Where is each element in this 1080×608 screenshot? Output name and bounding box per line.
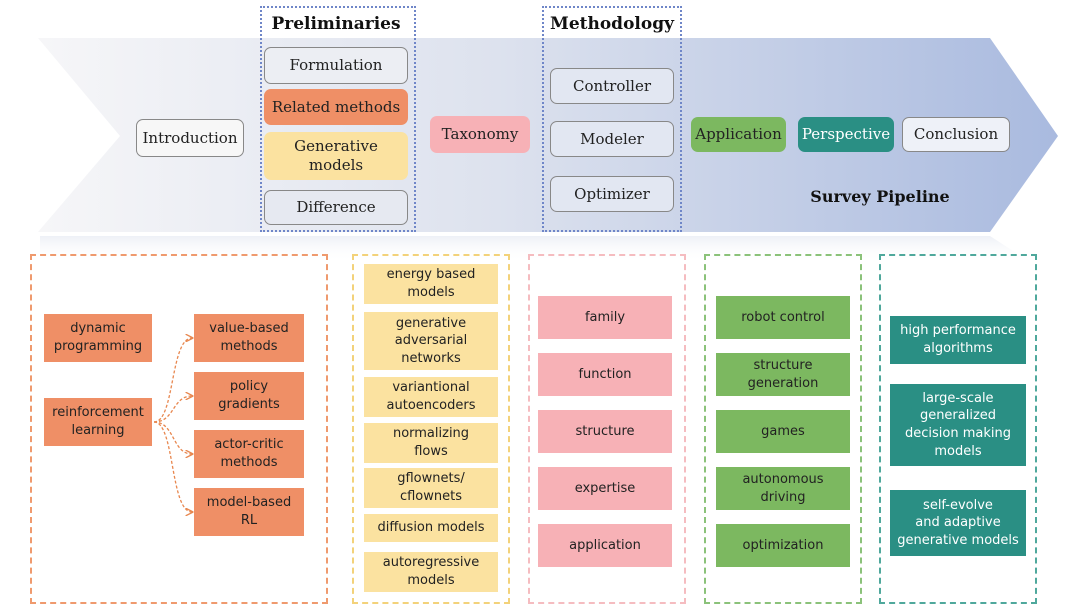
self-evolve-models-box: self-evolve and adaptive generative mode… (890, 490, 1026, 556)
preliminaries-frame (260, 6, 416, 232)
value-based-methods-box: value-based methods (194, 314, 304, 362)
branch-arrows (153, 330, 200, 530)
structure-generation-box: structure generation (716, 353, 850, 396)
autoregressive-models-box: autoregressive models (364, 552, 498, 592)
taxonomy-application-box: application (538, 524, 672, 567)
survey-pipeline-label: Survey Pipeline (810, 187, 950, 206)
reinforcement-learning-box: reinforcement learning (44, 398, 152, 446)
large-scale-models-box: large-scale generalized decision making … (890, 384, 1026, 466)
actor-critic-box: actor-critic methods (194, 430, 304, 478)
optimization-box: optimization (716, 524, 850, 567)
controller-box: Controller (550, 68, 674, 104)
optimizer-box: Optimizer (550, 176, 674, 212)
taxonomy-family-box: family (538, 296, 672, 339)
robot-control-box: robot control (716, 296, 850, 339)
generative-models-group (352, 254, 510, 604)
methodology-header: Methodology (550, 14, 674, 34)
related-methods-group (30, 254, 328, 604)
gflownets-box: gflownets/ cflownets (364, 468, 498, 508)
application-box: Application (691, 117, 786, 152)
introduction-box: Introduction (136, 119, 244, 157)
conclusion-box: Conclusion (902, 117, 1010, 152)
autonomous-driving-box: autonomous driving (716, 467, 850, 510)
normalizing-flows-box: normalizing flows (364, 423, 498, 463)
gan-box: generative adversarial networks (364, 312, 498, 370)
formulation-box: Formulation (264, 47, 408, 84)
modeler-box: Modeler (550, 121, 674, 157)
preliminaries-header: Preliminaries (271, 14, 401, 34)
taxonomy-box: Taxonomy (430, 116, 530, 153)
policy-gradients-box: policy gradients (194, 372, 304, 420)
taxonomy-group (528, 254, 686, 604)
diffusion-models-box: diffusion models (364, 514, 498, 542)
games-box: games (716, 410, 850, 453)
taxonomy-function-box: function (538, 353, 672, 396)
related-methods-box: Related methods (264, 89, 408, 125)
taxonomy-expertise-box: expertise (538, 467, 672, 510)
difference-box: Difference (264, 190, 408, 225)
energy-based-models-box: energy based models (364, 264, 498, 304)
application-group (704, 254, 862, 604)
high-performance-algorithms-box: high performance algorithms (890, 316, 1026, 364)
perspective-group (879, 254, 1037, 604)
methodology-frame (542, 6, 682, 232)
taxonomy-structure-box: structure (538, 410, 672, 453)
generative-models-box: Generative models (264, 132, 408, 180)
dynamic-programming-box: dynamic programming (44, 314, 152, 362)
vae-box: variantional autoencoders (364, 377, 498, 417)
model-based-rl-box: model-based RL (194, 488, 304, 536)
perspective-box: Perspective (798, 117, 894, 152)
